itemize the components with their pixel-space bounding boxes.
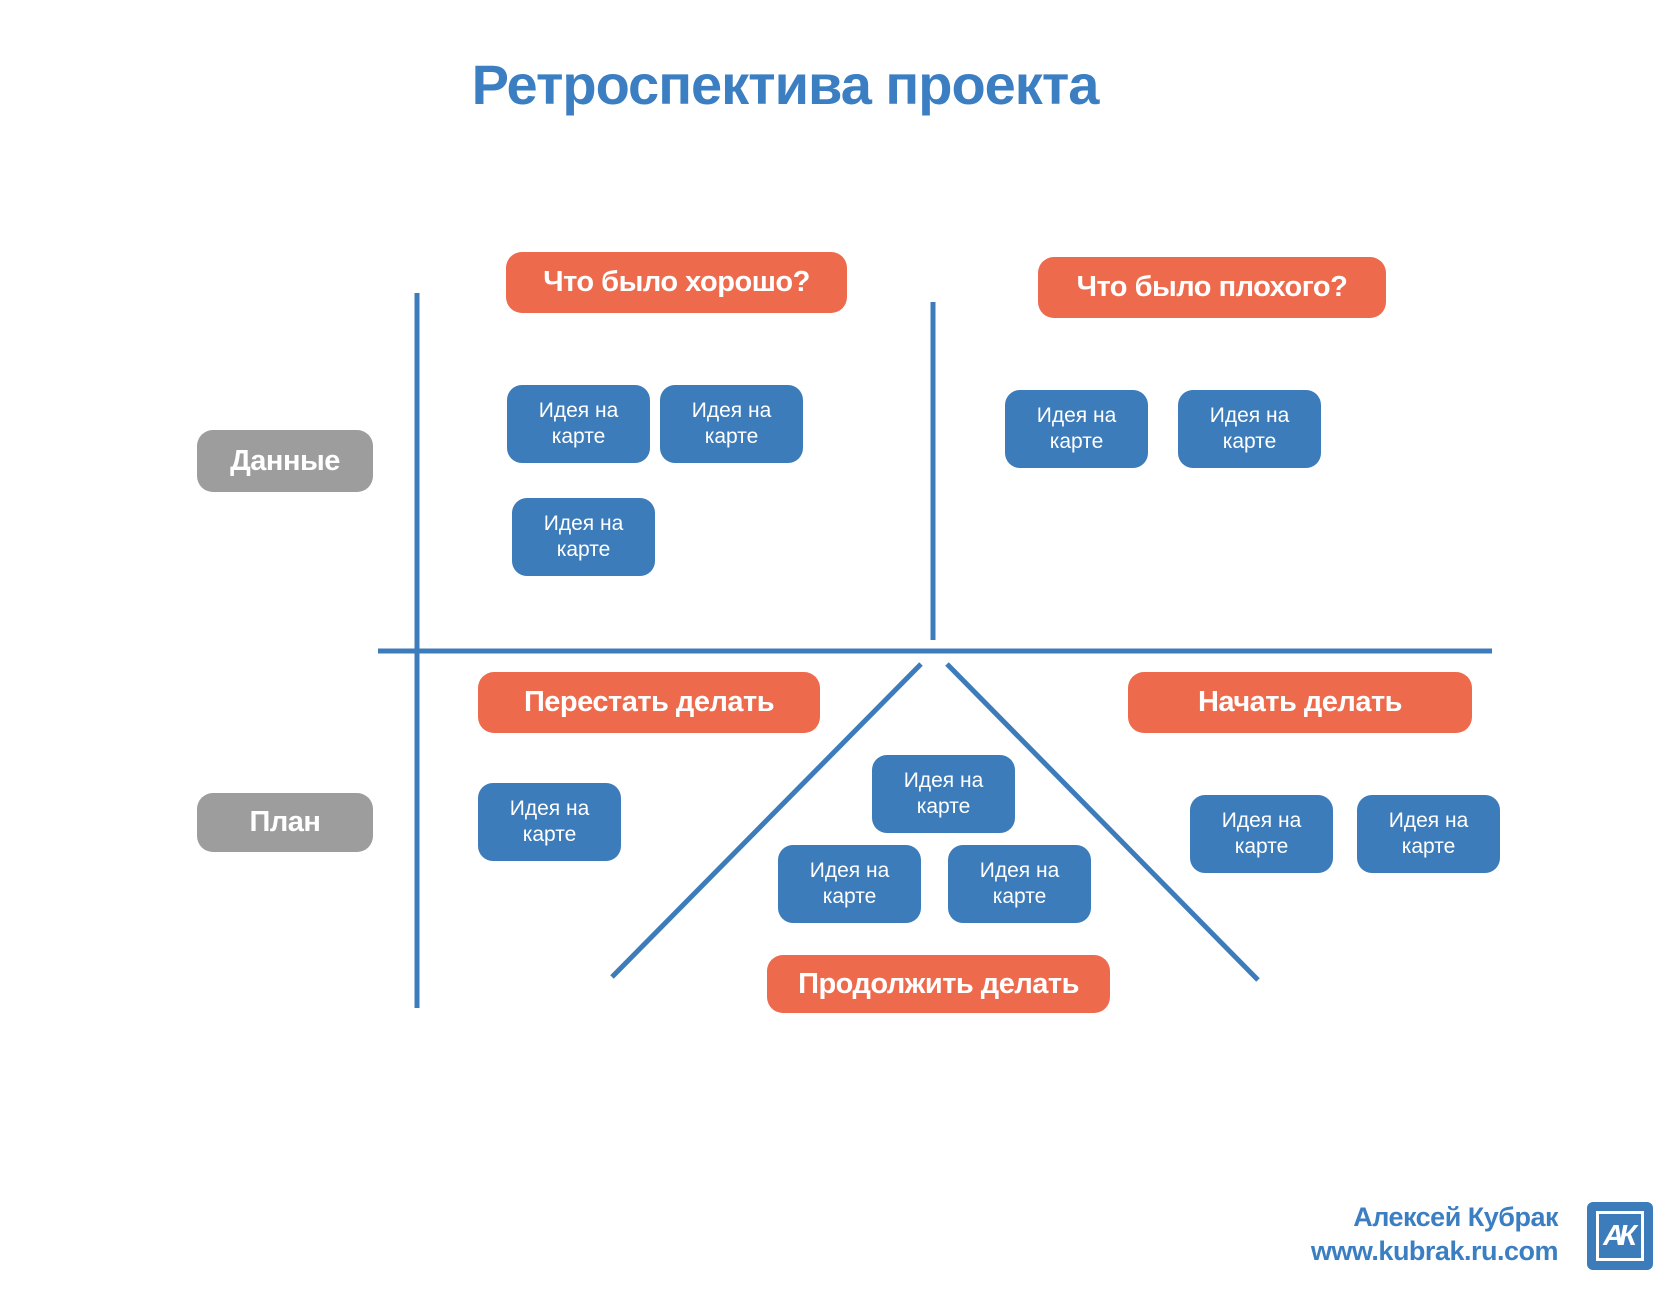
quadrant-header-continue: Продолжить делать <box>767 955 1110 1013</box>
idea-card: Идея на карте <box>1357 795 1500 873</box>
axis-label-plan: План <box>197 793 373 852</box>
idea-card: Идея на карте <box>948 845 1091 923</box>
footer-author: Алексей Кубрак <box>1353 1202 1558 1232</box>
quadrant-header-stop: Перестать делать <box>478 672 820 733</box>
idea-card: Идея на карте <box>872 755 1015 833</box>
idea-card: Идея на карте <box>507 385 650 463</box>
idea-card: Идея на карте <box>660 385 803 463</box>
diagonal-left-line <box>610 662 923 979</box>
kubrak-logo: АК <box>1587 1202 1653 1270</box>
axis-label-data: Данные <box>197 430 373 492</box>
idea-card: Идея на карте <box>478 783 621 861</box>
quadrant-header-good: Что было хорошо? <box>506 252 847 313</box>
footer-website: www.kubrak.ru.com <box>1310 1236 1559 1266</box>
idea-card: Идея на карте <box>1178 390 1321 468</box>
quadrant-header-start: Начать делать <box>1128 672 1472 733</box>
logo-monogram: АК <box>1596 1211 1644 1261</box>
quadrant-header-bad: Что было плохого? <box>1038 257 1386 318</box>
idea-card: Идея на карте <box>1190 795 1333 873</box>
diagonal-right-line <box>945 662 1260 982</box>
idea-card: Идея на карте <box>1005 390 1148 468</box>
idea-card: Идея на карте <box>512 498 655 576</box>
page-title: Ретроспектива проекта <box>471 53 1100 116</box>
footer-credits: Алексей Кубрак www.kubrak.ru.com <box>1058 1200 1559 1268</box>
idea-card: Идея на карте <box>778 845 921 923</box>
